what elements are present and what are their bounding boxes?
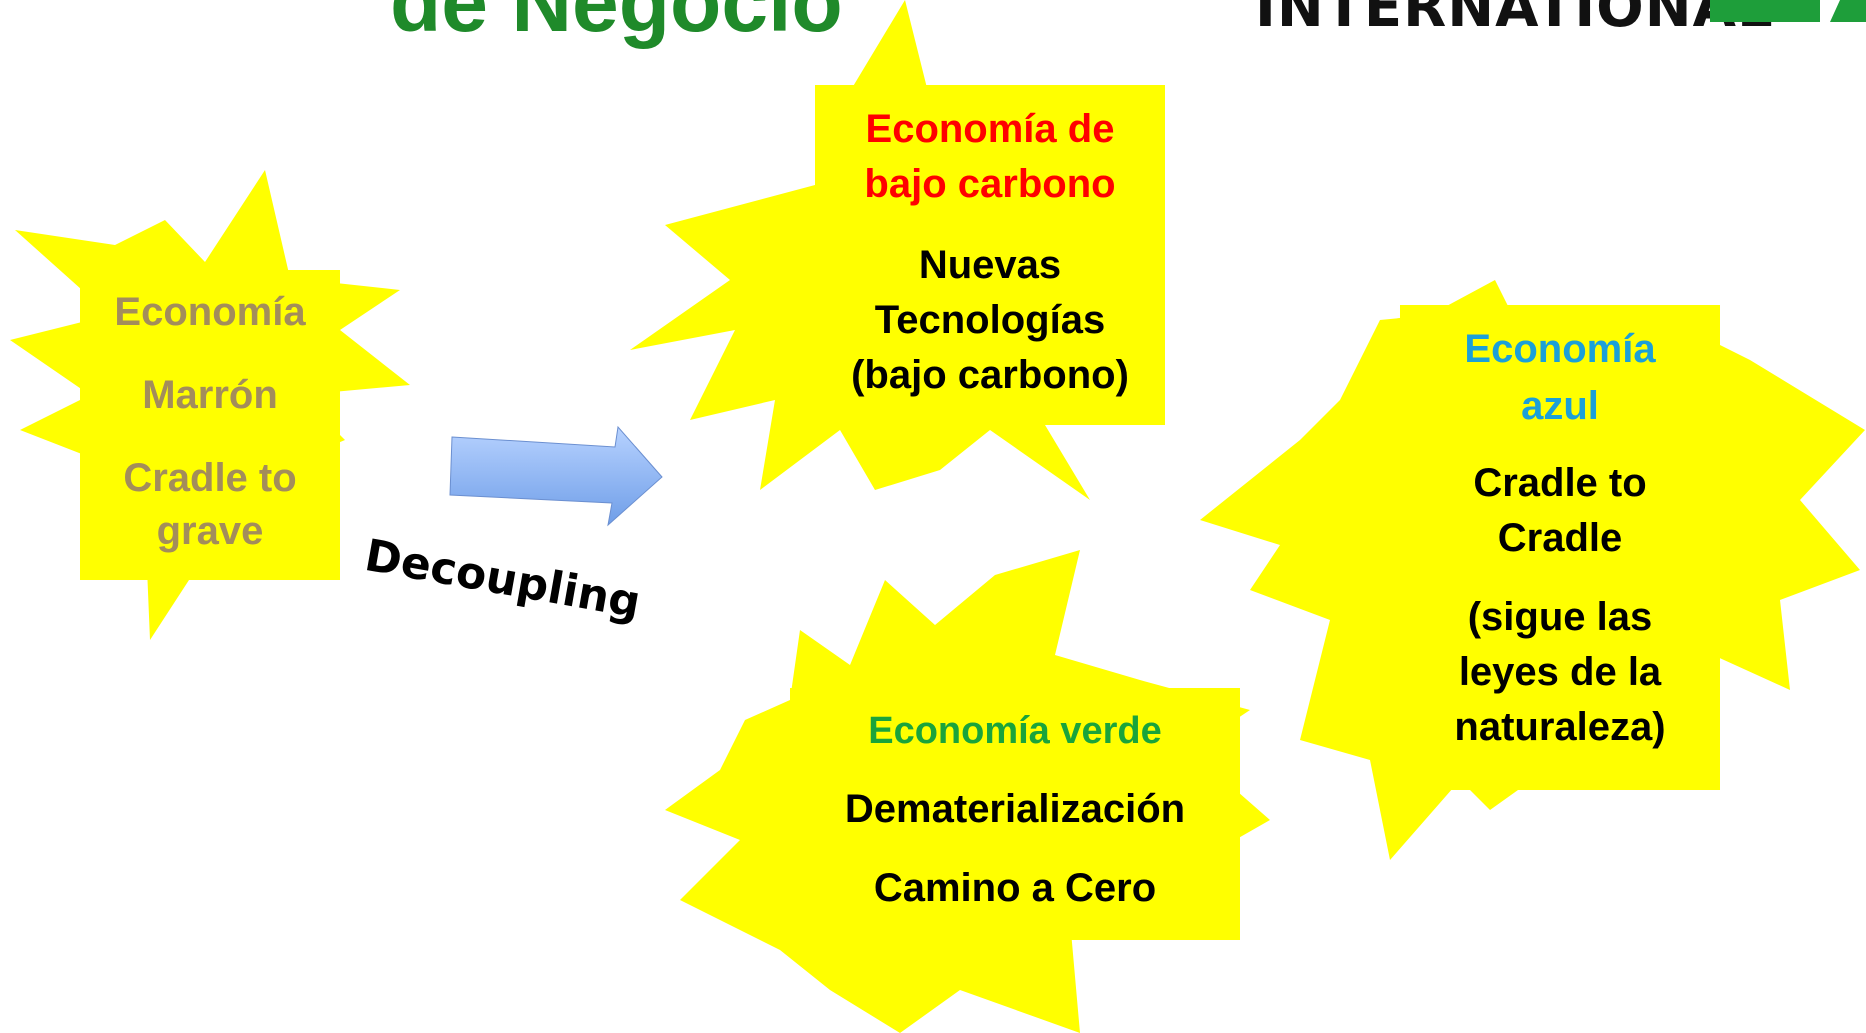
low-carbon-heading-1: Economía de <box>865 107 1115 151</box>
low-carbon-heading-2: bajo carbono <box>864 162 1116 206</box>
low-carbon-body-2: Tecnologías <box>874 298 1106 342</box>
blue-body-1: Cradle to <box>1473 461 1647 505</box>
logo-text: INTERNATIONAL <box>1255 0 1774 40</box>
green-heading: Economía verde <box>868 710 1162 752</box>
logo-mark-icon <box>1710 0 1866 22</box>
blue-body-4: leyes de la <box>1458 650 1662 694</box>
decoupling-arrow-icon <box>449 425 663 527</box>
slide-title: de Negocio <box>390 0 843 49</box>
blue-body-3: (sigue las <box>1467 595 1653 639</box>
brown-line-4: grave <box>156 509 264 553</box>
low-carbon-body-3: (bajo carbono) <box>851 353 1129 397</box>
low-carbon-body-1: Nuevas <box>918 243 1062 287</box>
blue-body-2: Cradle <box>1497 516 1623 560</box>
blue-heading-1: Economía <box>1464 327 1656 371</box>
green-body-2: Camino a Cero <box>873 866 1157 910</box>
green-body-1: Dematerialización <box>844 787 1186 831</box>
brown-line-1: Economía <box>114 290 306 334</box>
node-low-carbon: Economía de bajo carbono Nuevas Tecnolog… <box>815 85 1165 425</box>
node-green: Economía verde Dematerialización Camino … <box>790 688 1240 940</box>
blue-heading-2: azul <box>1521 384 1599 428</box>
node-blue: Economía azul Cradle to Cradle (sigue la… <box>1400 305 1720 790</box>
brown-line-3: Cradle to <box>123 456 297 500</box>
blue-body-5: naturaleza) <box>1454 705 1666 749</box>
node-brown: Economía Marrón Cradle to grave <box>80 270 340 580</box>
brown-line-2: Marrón <box>142 373 278 417</box>
